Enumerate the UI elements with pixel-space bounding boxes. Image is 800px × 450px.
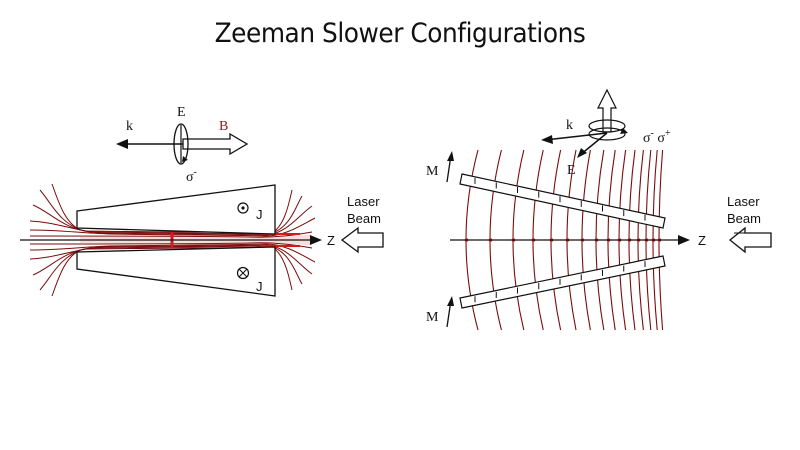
rotation-arrowhead-icon (620, 128, 628, 134)
right-sigma-label: σ- σ+ (643, 128, 671, 146)
circular-polarization-icon (588, 119, 626, 133)
left-laser-label-2: Beam (347, 211, 381, 226)
field-line (39, 189, 293, 234)
right-configuration: k E σ- σ+ Z M M Laser Beam (426, 88, 772, 331)
magnetization-top-label: M (426, 164, 439, 179)
e-arrowhead-icon (577, 148, 587, 158)
left-z-label: Z (327, 233, 335, 248)
rotation-arrowhead-icon (182, 156, 188, 162)
magnet-bar-bottom (459, 255, 666, 309)
right-z-label: Z (698, 233, 706, 248)
left-laser-label-1: Laser (347, 194, 380, 209)
magnetization-bottom-label: M (426, 310, 439, 325)
cross-current-icon (236, 266, 250, 280)
field-line (29, 243, 316, 263)
field-line (51, 249, 81, 297)
right-polarization-indicator: k E σ- σ+ (541, 88, 671, 178)
circular-polarization-icon (588, 127, 626, 141)
k-axis-line (544, 132, 608, 141)
field-line (29, 242, 313, 249)
field-line (29, 217, 316, 237)
page-title: Zeeman Slower Configurations (214, 18, 586, 49)
field-line (32, 245, 303, 285)
coil-bottom-j-label: J (256, 279, 263, 294)
z-axis-arrowhead-icon (310, 235, 322, 245)
z-axis-arrowhead-icon (678, 235, 690, 245)
field-line (29, 231, 313, 238)
arrow-k-icon (541, 135, 553, 144)
field-line (39, 246, 293, 291)
laser-arrow-icon (340, 226, 384, 254)
laser-arrow-icon (728, 226, 772, 254)
b-field-arrow-icon (182, 132, 249, 156)
coil-top-j-label: J (256, 207, 263, 222)
left-b-label: B (219, 119, 228, 134)
polarization-ellipse-icon (173, 123, 189, 165)
right-k-label: k (566, 118, 573, 133)
coil-bottom (76, 246, 276, 297)
right-laser-label-1: Laser (727, 194, 760, 209)
left-field-lines (29, 183, 316, 297)
field-line (32, 195, 303, 235)
coil-top (76, 184, 276, 235)
magnetization-arrowhead-icon (447, 296, 454, 306)
left-polarization-indicator: k E B σ- (116, 105, 249, 185)
left-e-label: E (177, 105, 186, 120)
left-configuration: k E B σ- Z (20, 105, 384, 297)
right-laser-label-2: Beam (727, 211, 761, 226)
left-k-label: k (126, 119, 133, 134)
field-line (51, 183, 81, 231)
b-field-up-arrow-icon (597, 88, 617, 133)
field-line (29, 244, 313, 275)
dot-current-icon (237, 202, 249, 214)
right-e-label: E (567, 163, 576, 178)
magnet-bar-top (459, 173, 666, 229)
arrow-k-icon (116, 139, 128, 149)
left-sigma-label: σ- (186, 167, 197, 185)
field-line (29, 205, 313, 236)
magnetization-arrowhead-icon (447, 151, 454, 161)
